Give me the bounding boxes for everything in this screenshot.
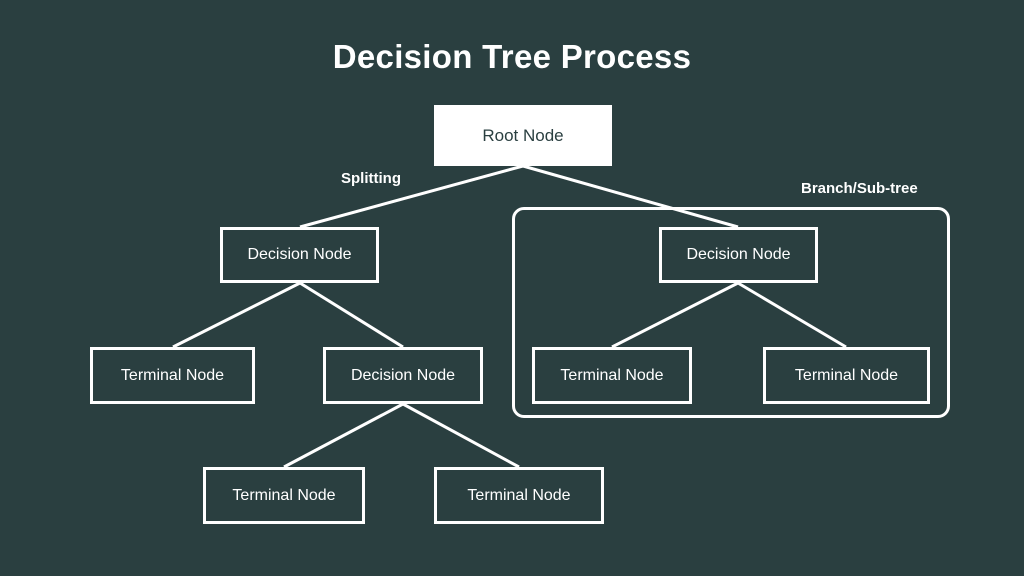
edge-root-to-d-right xyxy=(522,164,739,229)
node-t-3-terminal[interactable]: Terminal Node xyxy=(763,347,930,404)
edge-d-left-to-t-1 xyxy=(172,281,301,349)
node-label: Decision Node xyxy=(247,246,352,263)
node-label: Terminal Node xyxy=(232,486,336,504)
node-t-5-terminal[interactable]: Terminal Node xyxy=(434,467,604,524)
annotation-branch-subtree: Branch/Sub-tree xyxy=(801,180,918,197)
node-label: Terminal Node xyxy=(560,366,664,384)
page-title: Decision Tree Process xyxy=(332,38,692,75)
node-label: Terminal Node xyxy=(467,486,571,504)
edge-d-right-to-t-2 xyxy=(611,281,739,349)
edge-d-mid-to-t-5 xyxy=(402,402,520,469)
annotation-splitting: Splitting xyxy=(341,170,401,187)
node-t-4-terminal[interactable]: Terminal Node xyxy=(203,467,365,524)
node-label: Terminal Node xyxy=(794,366,899,384)
node-label: Root Node xyxy=(482,126,564,145)
edge-d-mid-to-t-4 xyxy=(283,402,404,469)
node-d-mid-decision[interactable]: Decision Node xyxy=(323,347,483,404)
node-d-right-decision[interactable]: Decision Node xyxy=(659,227,818,283)
node-label: Decision Node xyxy=(686,246,791,263)
node-label: Terminal Node xyxy=(120,366,225,384)
node-root-root[interactable]: Root Node xyxy=(434,105,612,166)
branch-subtree-group xyxy=(512,207,950,418)
node-t-2-terminal[interactable]: Terminal Node xyxy=(532,347,692,404)
node-t-1-terminal[interactable]: Terminal Node xyxy=(90,347,255,404)
edge-d-left-to-d-mid xyxy=(299,281,404,349)
node-label: Decision Node xyxy=(350,366,456,384)
node-d-left-decision[interactable]: Decision Node xyxy=(220,227,379,283)
edge-d-right-to-t-3 xyxy=(737,281,847,349)
edge-root-to-d-left xyxy=(299,164,524,229)
